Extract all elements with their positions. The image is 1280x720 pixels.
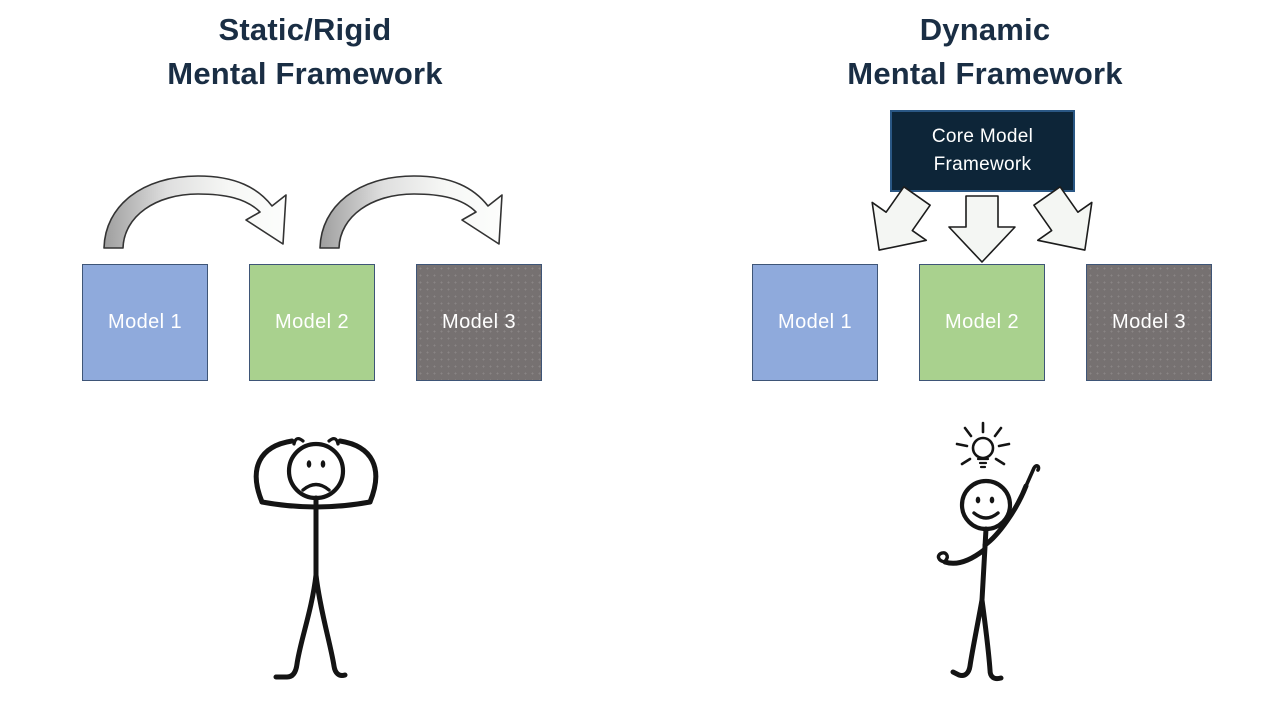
idea-right-eye [989, 496, 995, 504]
confused-stick-figure [253, 437, 379, 680]
curved-arrow-model1-to-model2 [103, 175, 287, 249]
core-model-framework-box: Core Model Framework [890, 110, 1075, 192]
idea-stick-figure [936, 421, 1041, 682]
confused-right-eye [320, 460, 326, 468]
left-model-1-box: Model 1 [82, 264, 208, 381]
confused-right-hand [327, 437, 340, 446]
confused-left-leg [273, 572, 319, 680]
lightbulb-rays [955, 421, 1011, 466]
confused-right-arm [337, 438, 379, 505]
left-title-line2: Mental Framework [167, 56, 443, 91]
right-title-line1: Dynamic [919, 12, 1051, 47]
right-model-3-box: Model 3 [1086, 264, 1212, 381]
left-model-2-label: Model 2 [275, 311, 349, 333]
idea-raised-arm [982, 483, 1029, 548]
confused-head [286, 441, 346, 501]
left-model-2-box: Model 2 [249, 264, 375, 381]
right-model-2-box: Model 2 [919, 264, 1045, 381]
core-box-line2: Framework [933, 154, 1032, 175]
lightbulb-icon [955, 421, 1011, 469]
right-panel-title: Dynamic Mental Framework [735, 8, 1235, 96]
down-arrow-to-model2 [948, 195, 1016, 263]
right-title-line2: Mental Framework [847, 56, 1123, 91]
idea-left-leg [950, 597, 985, 678]
confused-left-arm [253, 438, 295, 505]
down-arrow-to-model1 [851, 176, 945, 270]
idea-left-eye [975, 496, 981, 504]
frown-mouth [301, 482, 331, 492]
idea-body [979, 526, 989, 603]
confused-right-leg [313, 572, 348, 678]
right-model-3-label: Model 3 [1112, 311, 1186, 333]
idea-left-arm [942, 547, 987, 566]
idea-head [959, 478, 1013, 532]
left-model-1-label: Model 1 [108, 311, 182, 333]
right-model-2-label: Model 2 [945, 311, 1019, 333]
confused-left-eye [306, 460, 312, 468]
left-panel-title: Static/Rigid Mental Framework [55, 8, 555, 96]
left-model-3-label: Model 3 [442, 311, 516, 333]
idea-pointing-finger [1024, 464, 1041, 488]
down-arrow-to-model3 [1019, 176, 1113, 270]
smile-mouth [972, 511, 1000, 520]
right-model-1-box: Model 1 [752, 264, 878, 381]
left-title-line1: Static/Rigid [218, 12, 392, 47]
core-box-line1: Core Model [931, 126, 1034, 147]
left-model-3-box: Model 3 [416, 264, 542, 381]
idea-right-leg [979, 597, 1004, 682]
right-model-1-label: Model 1 [778, 311, 852, 333]
confused-left-hand [292, 437, 305, 446]
idea-left-hand [936, 551, 949, 564]
curved-arrow-model2-to-model3 [319, 175, 503, 249]
